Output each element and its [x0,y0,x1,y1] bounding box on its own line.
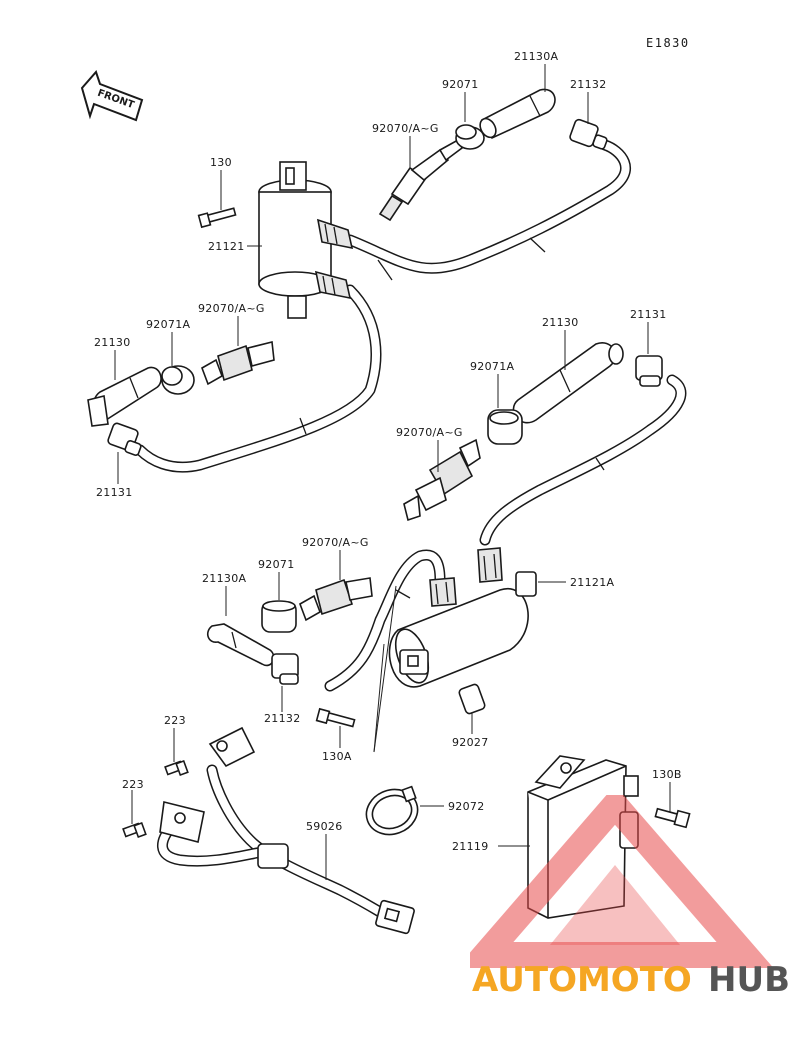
ignition-coil-21121 [134,139,631,473]
bolt-130B [654,807,691,829]
spark-plug-92070-mid [299,577,373,622]
label-92070-right: 92070/A~G [396,426,463,439]
watermark-triangle-icon [470,795,774,968]
ignition-coil-21121A [324,547,537,692]
label-130-top: 130 [210,156,232,169]
label-92070-left: 92070/A~G [198,302,265,315]
label-21121A: 21121A [570,576,614,589]
label-21119: 21119 [452,840,489,853]
watermark-brand-b: HUB [708,960,790,1000]
bolt-130A [315,707,356,728]
label-21132-top: 21132 [570,78,607,91]
band-92072 [365,785,419,836]
bolt-130 [197,207,237,229]
label-92071-top: 92071 [442,78,479,91]
plug-cap-92071-mid [261,600,297,633]
label-223-b: 223 [122,778,144,791]
label-21131-left: 21131 [96,486,133,499]
spark-plug-92070-right [403,438,481,522]
leader-lines [114,64,671,880]
label-92070-mid: 92070/A~G [302,536,369,549]
label-92027: 92027 [452,736,489,749]
watermark-brand-a: AUTOMOTO [472,960,692,1000]
label-92070-top: 92070/A~G [372,122,439,135]
label-21130-left: 21130 [94,336,131,349]
front-direction-arrow: FRONT [80,70,144,122]
plug-cap-92071A-right [487,409,523,445]
label-92071-mid: 92071 [258,558,295,571]
label-130A: 130A [322,750,352,763]
plug-cap-92071-top [455,124,485,150]
label-92072: 92072 [448,800,485,813]
label-92071A-right: 92071A [470,360,514,373]
spark-plug-92070-left [201,341,275,386]
automotohub-watermark: AUTOMOTO HUB [470,795,790,1000]
screw-223-b [122,821,147,839]
label-21132-mid: 21132 [264,712,301,725]
label-92071A-left: 92071A [146,318,190,331]
plug-cap-92071A-left [161,365,195,395]
diagram-code: E1830 [646,36,690,50]
label-223-a: 223 [164,714,186,727]
part-labels: 130 21121 92070/A~G 92071 21130A 21132 9… [94,50,682,853]
spark-plug-92070-top [378,138,464,222]
plug-cap-21130A-top [479,88,556,140]
label-130B: 130B [652,768,682,781]
watermark-inner-triangle-icon [550,865,680,945]
label-59026: 59026 [306,820,343,833]
plug-cap-21130-right [512,342,624,424]
label-21121: 21121 [208,240,245,253]
label-21130A-mid: 21130A [202,572,246,585]
label-21130-right: 21130 [542,316,579,329]
label-21131-right: 21131 [630,308,667,321]
label-21130A-top: 21130A [514,50,558,63]
seal-21132-mid [271,653,299,685]
plug-cap-21130A-mid [206,623,275,667]
seal-21131-right [479,355,687,546]
plug-cap-21130-left [87,366,162,427]
collar-92027 [458,683,486,715]
screw-223-a [164,759,189,777]
seal-21131-left [107,422,142,456]
harness-59026 [157,726,415,935]
